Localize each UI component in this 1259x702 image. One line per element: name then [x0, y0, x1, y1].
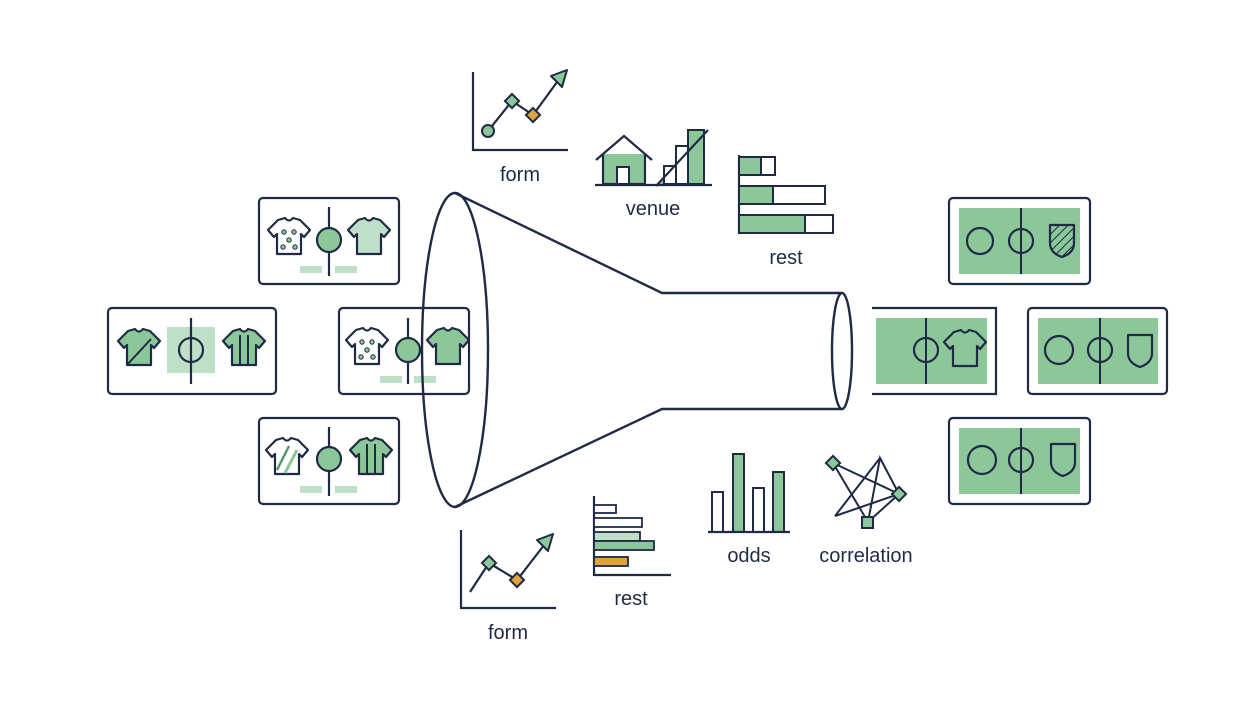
odds-label: odds	[727, 545, 770, 567]
match-card	[337, 306, 471, 396]
correlation-label: correlation	[819, 545, 912, 567]
venue-icon	[595, 129, 712, 187]
shirt-diagonal-icon	[264, 436, 310, 476]
rest-label-bottom: rest	[614, 588, 648, 610]
shirt-stars-icon	[344, 326, 390, 366]
circle-icon	[965, 226, 995, 256]
correlation-network-icon	[824, 454, 908, 529]
shirt-striped-icon	[221, 327, 267, 367]
rest-bars-icon	[737, 155, 834, 234]
rest-bars-icon	[592, 496, 671, 577]
match-card	[106, 306, 278, 396]
odds-bars-icon	[708, 453, 790, 534]
shirt-stars-icon	[266, 216, 312, 256]
result-card	[872, 306, 998, 396]
form-label-bottom: form	[488, 622, 528, 644]
result-card	[1026, 306, 1169, 396]
match-card	[257, 416, 401, 506]
result-card	[947, 196, 1092, 286]
funnel	[420, 191, 854, 509]
circle-icon	[1043, 334, 1075, 366]
rest-label-top: rest	[769, 247, 803, 269]
shield-hatched-icon	[1048, 223, 1076, 259]
form-chart-icon	[459, 530, 556, 610]
match-card	[257, 196, 401, 286]
circle-icon	[912, 336, 940, 364]
result-card	[947, 416, 1092, 506]
shirt-striped-icon	[348, 436, 394, 476]
venue-label: venue	[626, 198, 681, 220]
form-chart-icon	[471, 69, 568, 152]
form-label-top: form	[500, 164, 540, 186]
shirt-split-icon	[116, 327, 162, 367]
circle-icon	[966, 444, 998, 476]
